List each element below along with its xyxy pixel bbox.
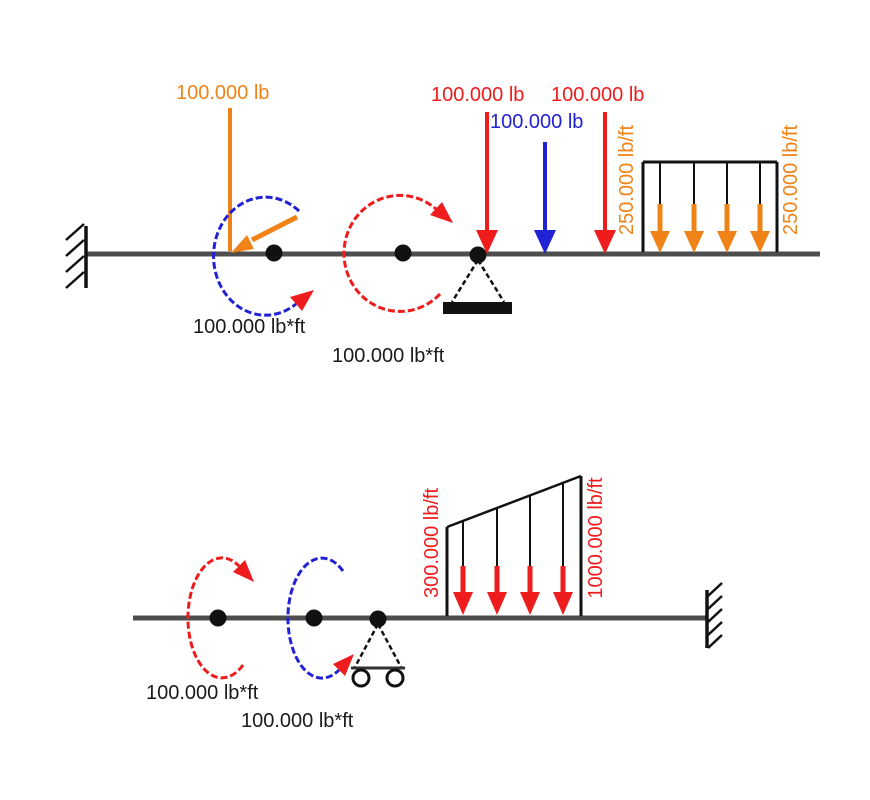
trapezoidal-distributed-load <box>445 474 583 616</box>
pin-support-icon <box>443 259 512 314</box>
red-force-1-label: 100.000 lb <box>431 84 525 106</box>
red-moment-label: 100.000 lb*ft <box>332 345 445 367</box>
blue-moment-arc <box>212 195 314 317</box>
orange-force-label: 100.000 lb <box>176 82 270 104</box>
blue-force-arrow <box>534 142 556 254</box>
roller-support-icon <box>351 623 405 688</box>
uniform-distributed-load <box>641 160 779 253</box>
fixed-support-icon <box>705 582 723 649</box>
beam-node-dot <box>369 610 387 628</box>
moment-arrowhead-icon <box>233 560 254 582</box>
trapezoid-left-intensity-label: 300.000 lb/ft <box>421 487 443 599</box>
beam-node-dot <box>469 246 487 264</box>
beam-node-dot <box>305 609 323 627</box>
bottom-beam-diagram <box>133 474 723 688</box>
fixed-support-icon <box>65 223 88 289</box>
red-moment-arc <box>186 556 254 680</box>
red-force-arrow-2 <box>594 112 616 254</box>
moment-arrowhead-icon <box>333 654 354 676</box>
moment-arrowhead-icon <box>290 290 314 311</box>
udl-left-intensity-label: 250.000 lb/ft <box>616 124 638 236</box>
trapezoid-right-intensity-label: 1000.000 lb/ft <box>585 477 607 599</box>
red-moment-label-bottom: 100.000 lb*ft <box>146 682 259 704</box>
beam-node-dot <box>209 609 227 627</box>
blue-moment-label: 100.000 lb*ft <box>193 316 306 338</box>
orange-force-arrow <box>228 108 299 253</box>
beam-node-dot <box>394 244 412 262</box>
moment-arrowhead-icon <box>430 202 453 223</box>
top-beam-diagram <box>65 108 820 317</box>
udl-right-intensity-label: 250.000 lb/ft <box>780 124 802 236</box>
blue-moment-label-bottom: 100.000 lb*ft <box>241 710 354 732</box>
blue-moment-arc <box>286 556 354 680</box>
red-force-2-label: 100.000 lb <box>551 84 645 106</box>
blue-force-label: 100.000 lb <box>490 111 584 133</box>
red-moment-arc <box>342 193 453 313</box>
red-force-arrow-1 <box>476 112 498 254</box>
beam-node-dot <box>265 244 283 262</box>
